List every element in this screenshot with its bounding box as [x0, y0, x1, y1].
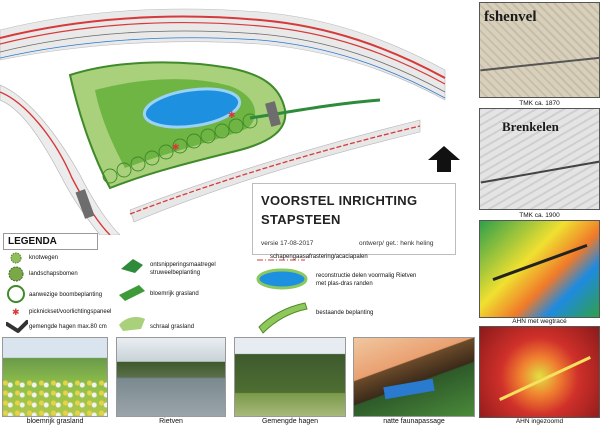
legend-label-knotwegen: knotwegen: [29, 255, 59, 261]
legend-label-aanwezige: aanwezige boombeplanting: [29, 292, 103, 298]
map-place-name: fshenvel: [484, 9, 537, 25]
grass-icon: [119, 285, 145, 301]
photo-caption: Gemengde hagen: [261, 418, 319, 425]
photo-natte-faunapassage: [353, 337, 475, 417]
tree-icon: [8, 266, 24, 282]
photo-caption: Rietven: [159, 418, 183, 425]
ahn-map-wegtrace: [479, 220, 600, 318]
poor-grass-icon: [119, 317, 145, 331]
author-text: ontwerp/ get.: henk heling: [359, 240, 434, 247]
ahn-map-zoomed: [479, 326, 600, 418]
pond-icon: [256, 268, 308, 290]
legend-icons-right: [256, 259, 308, 334]
title-line-2: STAPSTEEN: [261, 212, 341, 227]
historic-map-1870: fshenvel: [479, 2, 600, 98]
legend-icons-mid: [119, 259, 145, 331]
picnic-icon: ✱: [12, 308, 20, 318]
legend-label-rietven-2: met plas-dras randen: [316, 281, 373, 287]
photo-gemengde-hagen: [234, 337, 346, 417]
side-map-caption: AHN met wegtracé: [512, 318, 567, 325]
hedge-icon: [6, 320, 28, 333]
legend-label-fence: schapengaasafrastering/acaciapalen: [270, 254, 368, 260]
legend-label-ontsnip-1: ontsnipperingsmaatregel: [150, 262, 216, 268]
historic-map-1900: Brenkelen: [479, 108, 600, 210]
legend-label-picknick: picknickset/voorlichtingspaneel: [29, 309, 112, 315]
side-map-caption: AHN ingezoomd: [515, 418, 564, 425]
version-text: versie 17-08-2017: [261, 240, 314, 247]
legend-icons-left: ✱: [6, 252, 28, 333]
water-label: SMALWATER: [309, 98, 347, 104]
map-place-name: Brenkelen: [502, 119, 559, 134]
side-map-caption: TMK ca. 1870: [519, 100, 560, 107]
legend-label-ontsnip-2: struweelbeplanting: [150, 270, 201, 276]
svg-text:✱: ✱: [228, 111, 236, 121]
north-arrow-icon: [428, 146, 460, 172]
legend-label-bloemrijk: bloemrijk grasland: [150, 291, 199, 297]
title-line-1: VOORSTEL INRICHTING: [261, 193, 418, 208]
site-plan-map: ✱ ✱ SMALWATER: [0, 0, 475, 235]
svg-text:✱: ✱: [172, 143, 180, 153]
legend-label-hagen: gemengde hagen max.80 cm: [29, 324, 107, 330]
legend-label-bestaande: bestaande beplanting: [316, 310, 374, 316]
legend-heading: LEGENDA: [3, 233, 98, 250]
shrub-icon: [121, 259, 143, 273]
side-map-caption: TMK ca. 1900: [519, 212, 560, 219]
legend-label-schraal: schraal grasland: [150, 324, 195, 330]
photo-caption: bloemrijk grasland: [26, 418, 84, 425]
legend-label-rietven-1: reconstructie delen voormalig Rietven: [316, 273, 417, 279]
photo-caption: natte faunapassage: [383, 418, 445, 425]
photo-bloemrijk-grasland: [2, 337, 108, 417]
tree-circle-icon: [7, 285, 25, 303]
photo-rietven: [116, 337, 226, 417]
legend-label-landschapsbomen: landschapsbomen: [29, 271, 78, 277]
knotwilg-icon: [10, 252, 22, 264]
title-block: VOORSTEL INRICHTING STAPSTEEN versie 17-…: [252, 183, 456, 255]
existing-planting-icon: [258, 302, 308, 334]
